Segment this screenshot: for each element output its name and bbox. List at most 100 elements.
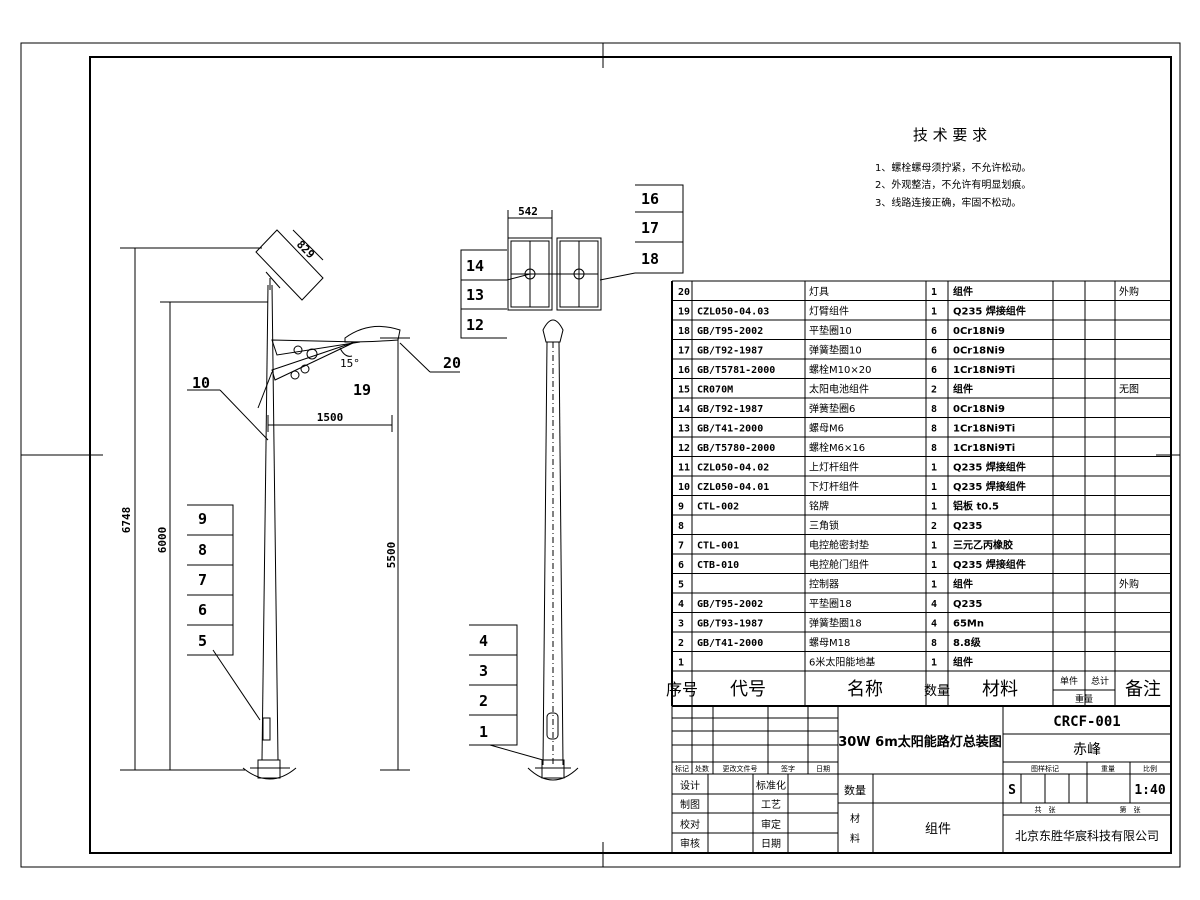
bom-cell-name: 控制器 — [809, 578, 839, 591]
dim-arm-length: 1500 — [317, 411, 344, 424]
bom-cell-name: 电控舱密封垫 — [809, 539, 869, 552]
bom-cell-material: 1Cr18Ni9Ti — [953, 424, 1015, 435]
bom-cell-name: 灯臂组件 — [809, 305, 849, 318]
technical-requirements: 技 术 要 求 1、螺栓螺母须拧紧，不允许松动。 2、外观整洁，不允许有明显划痕… — [875, 126, 1031, 209]
bom-cell-name: 弹簧垫圈6 — [809, 402, 855, 415]
bom-cell-material: 0Cr18Ni9 — [953, 346, 1005, 357]
bom-cell-code: CTL-002 — [697, 502, 739, 513]
drawing-number: CRCF-001 — [1053, 714, 1120, 730]
bom-cell-qty: 8 — [931, 638, 937, 649]
sign-label-1: 设计 — [680, 779, 700, 792]
bom-cell-code: GB/T41-2000 — [697, 424, 763, 435]
callout-18: 18 — [641, 250, 659, 268]
bom-cell-code: GB/T5780-2000 — [697, 443, 775, 454]
sign-label-4: 审核 — [680, 837, 700, 850]
title-block — [671, 705, 1172, 854]
sign-label-2: 制图 — [680, 798, 700, 811]
bom-cell-name: 电控舱门组件 — [809, 558, 869, 571]
bom-cell-material: Q235 — [953, 599, 982, 610]
bom-cell-qty: 2 — [931, 385, 937, 396]
rev-label-1: 标记 — [675, 764, 689, 773]
bom-cell-no: 9 — [678, 502, 684, 513]
bom-cell-code: GB/T95-2002 — [697, 326, 763, 337]
scale-value: 1:40 — [1134, 783, 1165, 798]
callout-7: 7 — [198, 571, 207, 589]
bom-cell-name: 螺母M18 — [809, 637, 850, 649]
scale-label: 比例 — [1143, 764, 1157, 773]
bom-cell-name: 弹簧垫圈18 — [809, 617, 862, 630]
bom-cell-qty: 1 — [931, 560, 937, 571]
bom-cell-material: Q235 焊接组件 — [953, 558, 1026, 571]
bom-cell-no: 17 — [678, 346, 690, 357]
control-door-front — [546, 712, 559, 740]
bom-cell-code: GB/T5781-2000 — [697, 365, 775, 376]
sheet-label: 第 张 — [1120, 805, 1141, 814]
bom-cell-name: 螺母M6 — [809, 423, 844, 435]
bom-cell-no: 8 — [678, 521, 684, 532]
bom-cell-code: CZL050-04.03 — [697, 307, 769, 318]
bom-header-unit: 单件 — [1060, 675, 1078, 687]
bom-cell-name: 太阳电池组件 — [809, 383, 869, 396]
callout-6: 6 — [198, 601, 207, 619]
bom-cell-qty: 8 — [931, 443, 937, 454]
bom-cell-qty: 1 — [931, 307, 937, 318]
stage-label: 图样标记 — [1031, 764, 1059, 773]
bom-cell-qty: 4 — [931, 619, 937, 630]
bom-header-name: 名称 — [847, 679, 883, 700]
sign-label-3: 校对 — [680, 818, 700, 831]
bom-cell-remark: 外购 — [1119, 285, 1139, 298]
bom-cell-material: 组件 — [953, 285, 973, 298]
bom-cell-material: 组件 — [953, 383, 973, 396]
bom-cell-no: 7 — [678, 541, 684, 552]
bom-cell-remark: 外购 — [1119, 578, 1139, 591]
bom-cell-code: GB/T93-1987 — [697, 619, 763, 630]
rev-label-4: 签字 — [781, 764, 795, 773]
callout-19: 19 — [353, 381, 371, 399]
bom-cell-code: CR070M — [697, 385, 733, 396]
bom-cell-code: CTB-010 — [697, 560, 739, 571]
bom-cell-qty: 1 — [931, 502, 937, 513]
bom-cell-material: 铝板 t0.5 — [953, 500, 999, 513]
bom-cell-material: 三元乙丙橡胶 — [953, 539, 1013, 552]
centering-marks — [21, 43, 1180, 867]
tech-req-item-1: 1、螺栓螺母须拧紧，不允许松动。 — [875, 161, 1031, 174]
side-view — [242, 229, 401, 780]
bom-cell-qty: 6 — [931, 346, 937, 357]
bom-cell-name: 螺栓M6×16 — [809, 441, 865, 454]
bom-cell-no: 10 — [678, 482, 690, 493]
bom-header-remark: 备注 — [1125, 679, 1161, 700]
bom-cell-name: 平垫圈18 — [809, 597, 852, 610]
bom-cell-no: 19 — [678, 307, 690, 318]
bom-cell-qty: 1 — [931, 580, 937, 591]
callout-14: 14 — [466, 257, 484, 275]
material-label-1: 材 — [850, 812, 860, 825]
solar-panel-side — [255, 229, 324, 301]
tech-req-item-3: 3、线路连接正确，牢固不松动。 — [875, 196, 1021, 209]
rev-label-5: 日期 — [816, 765, 830, 773]
tech-req-title: 技 术 要 求 — [913, 126, 987, 144]
material-label-2: 料 — [850, 832, 860, 845]
dim-panel-front-width: 542 — [518, 205, 538, 218]
bom-cell-material: 组件 — [953, 656, 973, 669]
title-block-text: 30W 6m太阳能路灯总装图 CRCF-001 赤峰 标记 处数 更改文件号 签… — [675, 714, 1166, 850]
bom-cell-no: 4 — [678, 599, 684, 610]
callout-8: 8 — [198, 541, 207, 559]
callout-9: 9 — [198, 510, 207, 528]
callout-5: 5 — [198, 632, 207, 650]
bom-cell-code: GB/T92-1987 — [697, 404, 763, 415]
bom-cell-material: Q235 焊接组件 — [953, 305, 1026, 318]
bom-cell-qty: 1 — [931, 287, 937, 298]
bom-cell-no: 11 — [678, 463, 690, 474]
dim-pole-height: 6000 — [156, 527, 169, 554]
bom-cell-remark: 无图 — [1119, 384, 1139, 396]
callout-16: 16 — [641, 190, 659, 208]
bom-header-no: 序号 — [666, 680, 698, 699]
bom-cell-name: 平垫圈10 — [809, 324, 852, 337]
bom-cell-no: 18 — [678, 326, 690, 337]
bom-cell-code: CZL050-04.02 — [697, 463, 769, 474]
company-name: 北京东胜华宸科技有限公司 — [1015, 828, 1159, 843]
material-value: 组件 — [925, 822, 951, 837]
callout-20: 20 — [443, 354, 461, 372]
bom-cell-name: 上灯杆组件 — [809, 461, 859, 474]
